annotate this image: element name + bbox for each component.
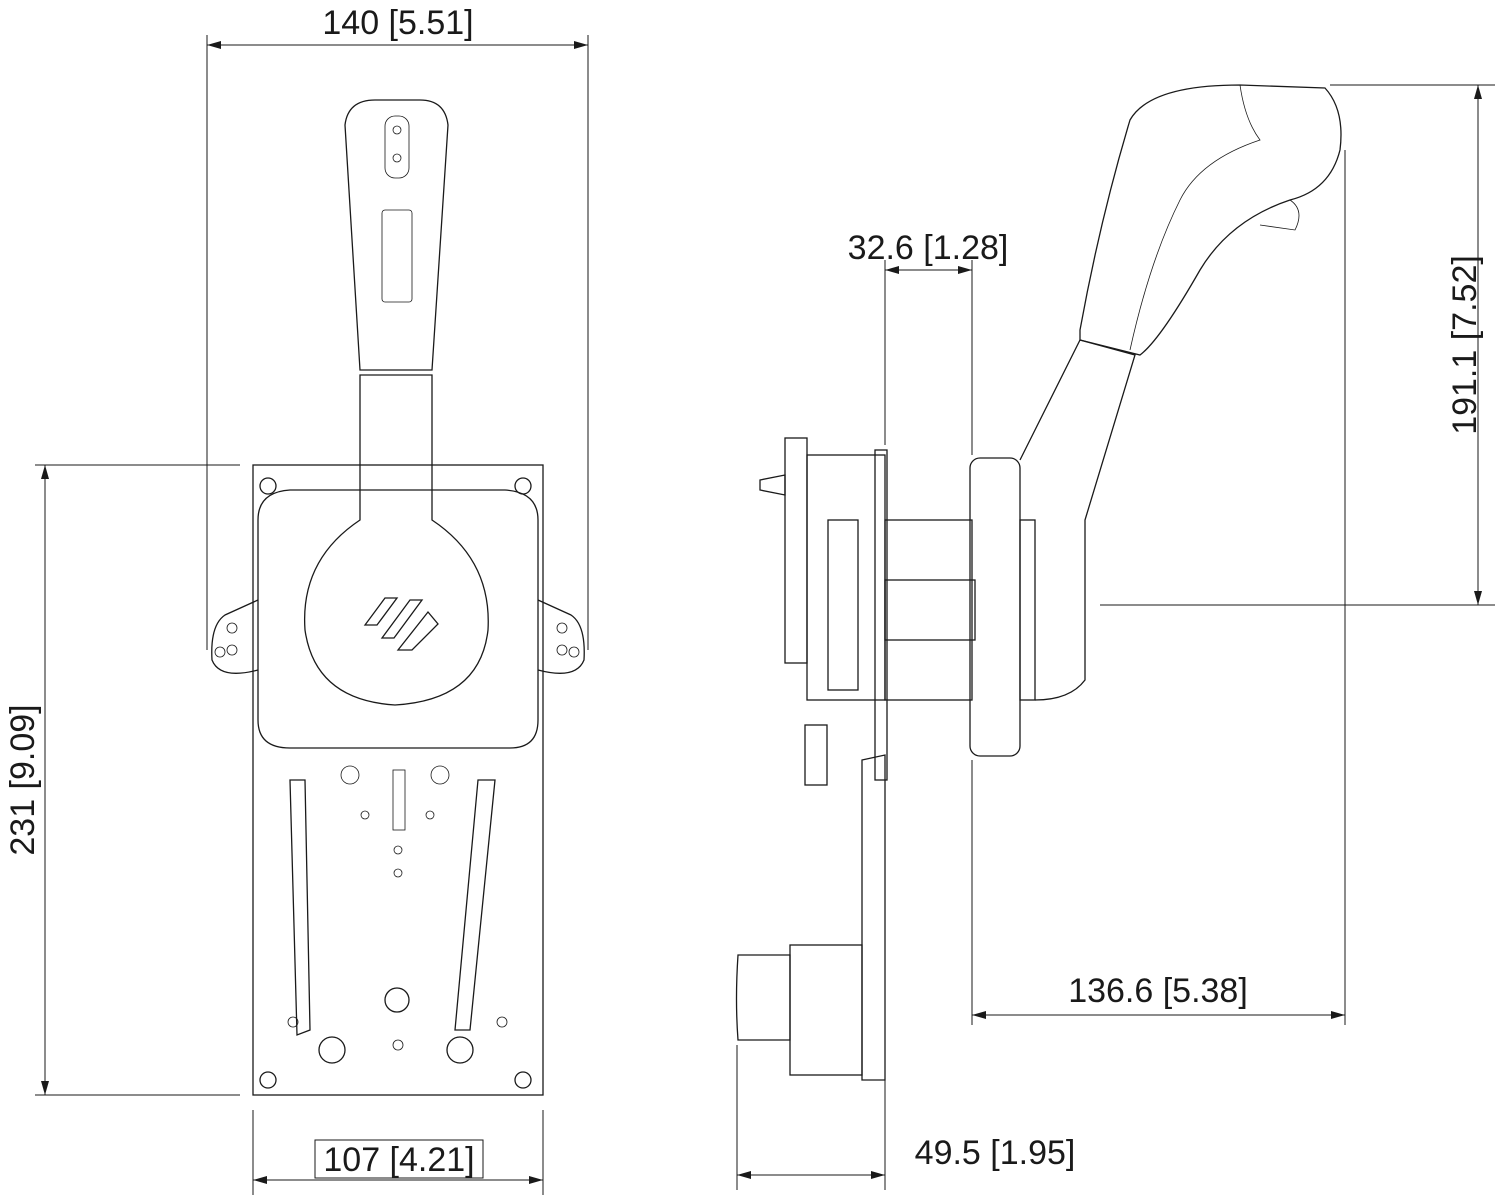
logo-icon (363, 597, 439, 651)
overall-width-label: 140 [5.51] (322, 4, 473, 42)
base-width-label: 107 [4.21] (323, 1141, 474, 1179)
dimension-lines (35, 35, 1495, 1195)
handle-side (1079, 84, 1342, 356)
side-view (735, 84, 1342, 1081)
left-slot (289, 779, 311, 1036)
lever-arm (303, 374, 489, 706)
handle-grip (344, 99, 449, 371)
mount-depth-label: 32.6 [1.28] (848, 229, 1009, 267)
housing (257, 489, 539, 749)
rear-depth-label: 49.5 [1.95] (915, 1134, 1076, 1172)
front-view (211, 99, 585, 1096)
handle-reach-label: 136.6 [5.38] (1068, 972, 1248, 1010)
base-plate (252, 464, 544, 1096)
lever-side (1019, 339, 1136, 701)
right-ear (537, 599, 585, 674)
handle-height-label: 191.1 [7.52] (1446, 255, 1484, 435)
left-ear (211, 599, 259, 674)
right-slot (454, 779, 496, 1031)
overall-height-label: 231 [9.09] (4, 704, 42, 855)
